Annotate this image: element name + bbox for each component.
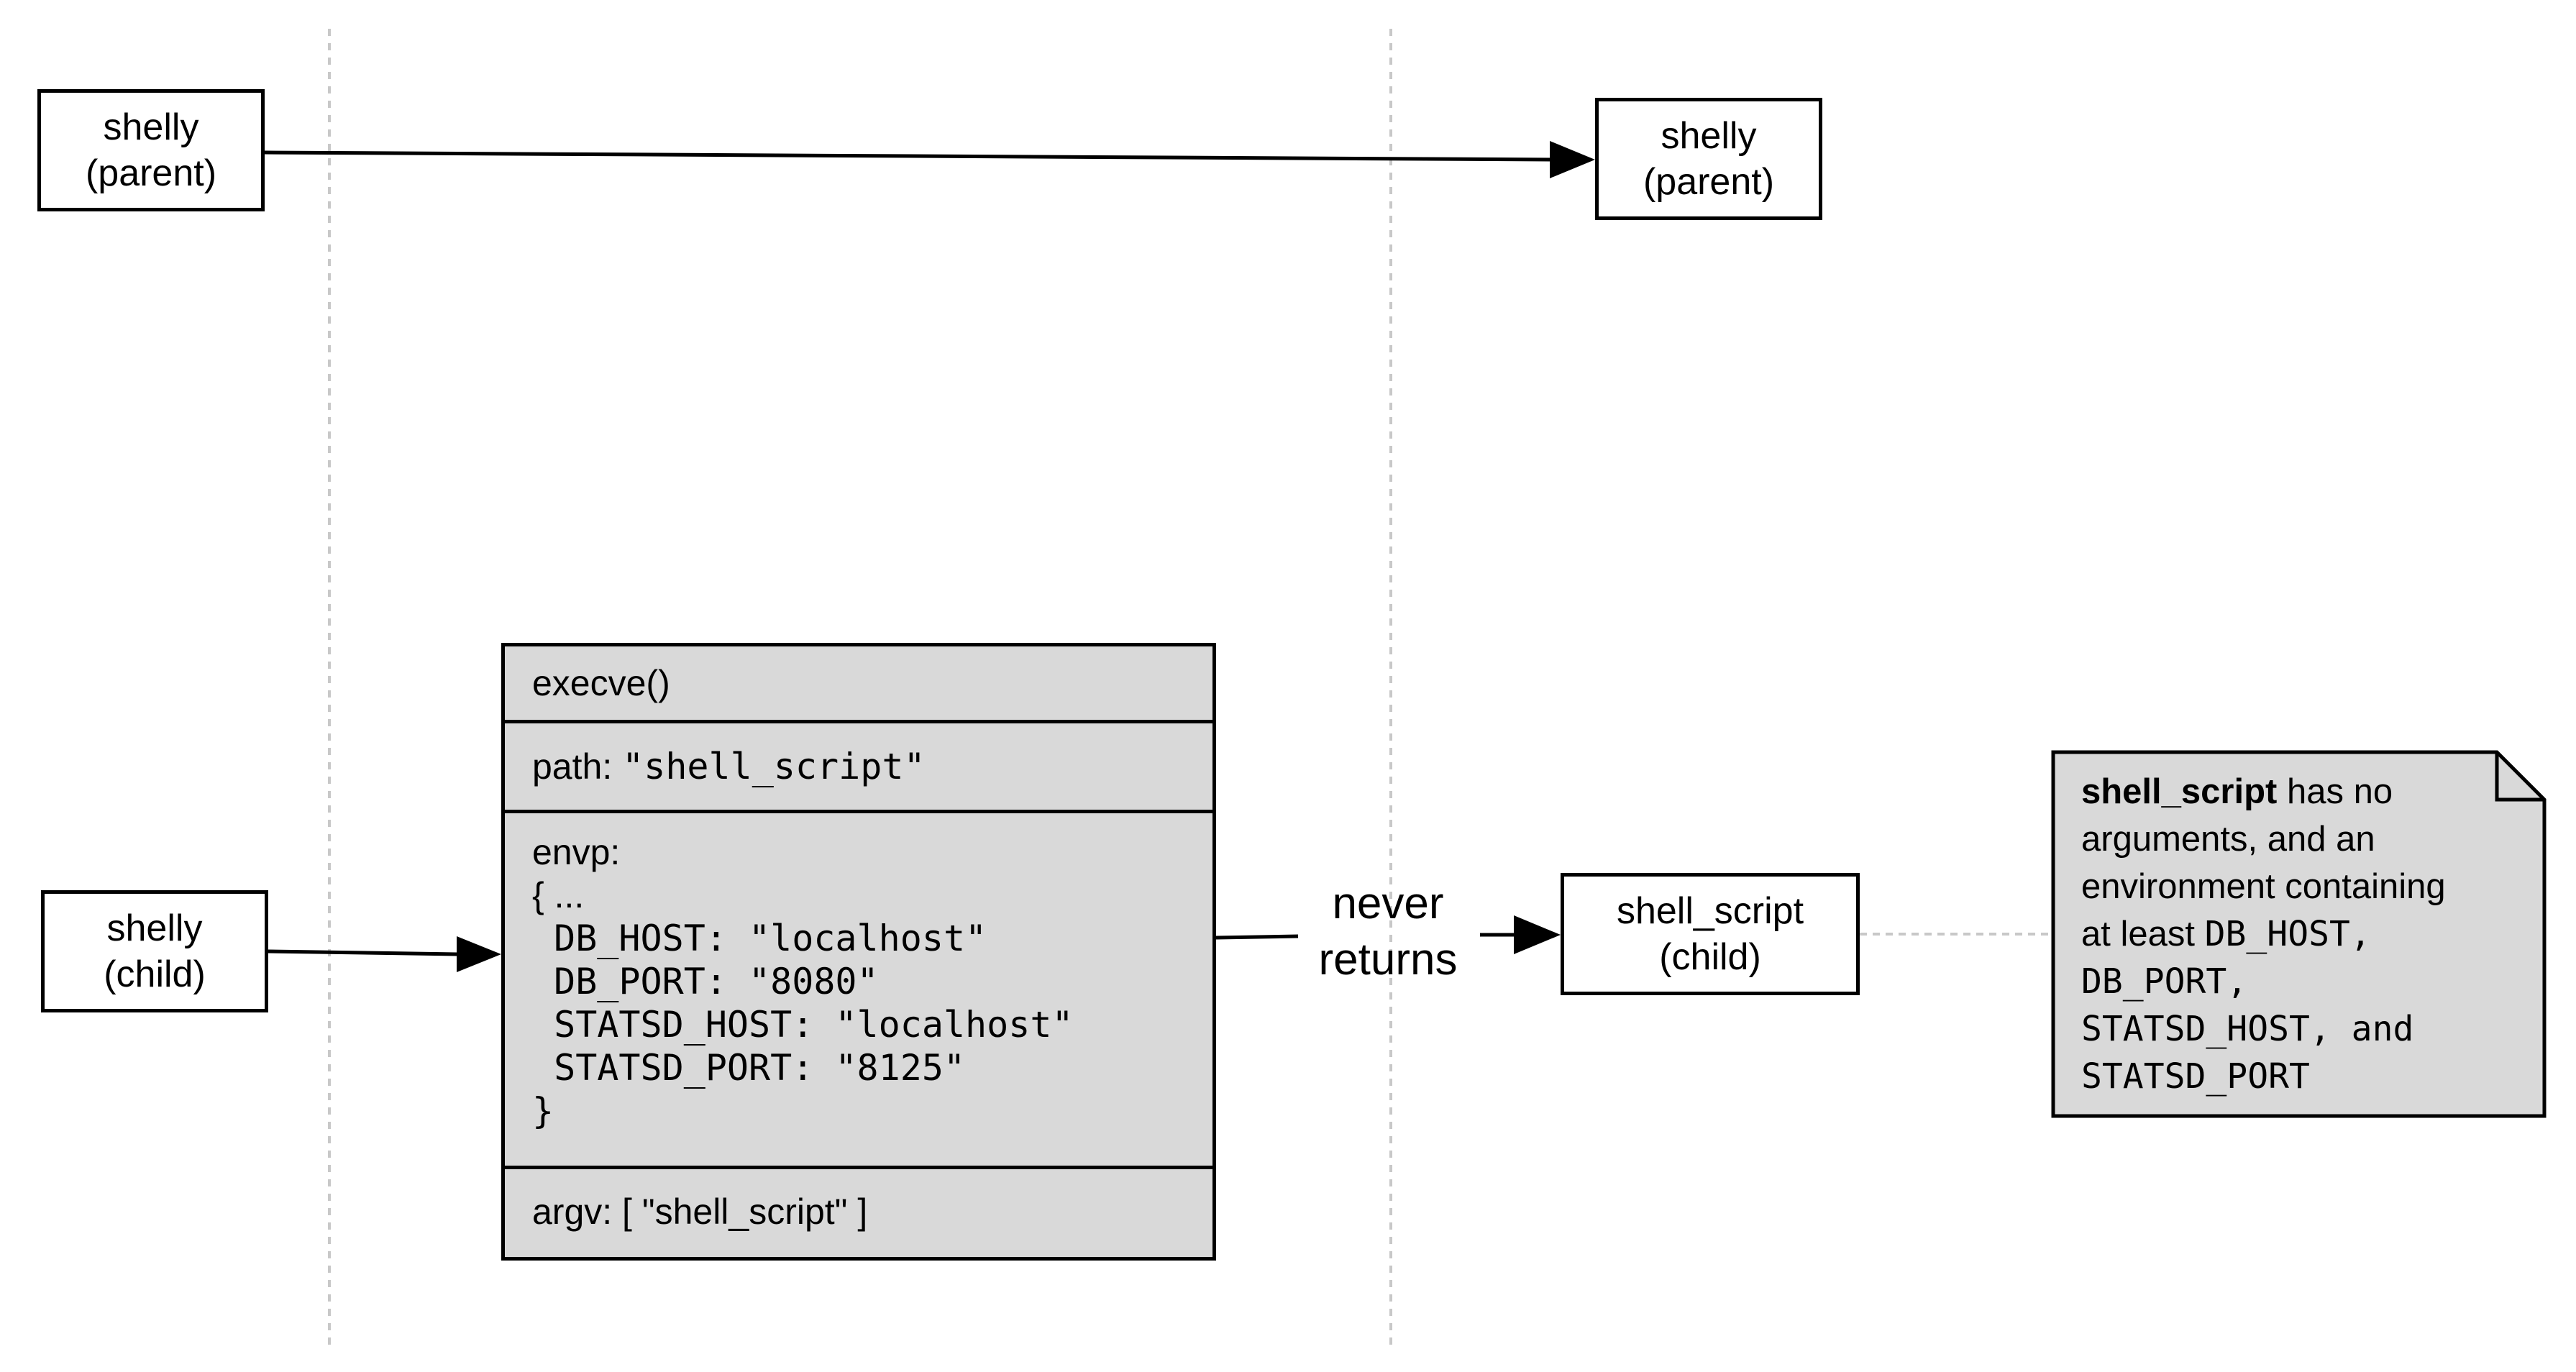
execve-argv-row: argv: [ "shell_script" ] bbox=[505, 1169, 1212, 1257]
execve-path-row: path: "shell_script" bbox=[505, 723, 1212, 813]
note-mono-segment: DB_HOST, bbox=[2204, 914, 2371, 954]
node-role: (parent) bbox=[1643, 161, 1775, 203]
note-fold-corner bbox=[2495, 752, 2544, 802]
node-title: shelly bbox=[103, 106, 199, 148]
note-text-segment: environment containing bbox=[2081, 867, 2446, 906]
note-mono-segment: DB_PORT, bbox=[2081, 961, 2248, 1002]
execve-call-box: execve() path: "shell_script" envp: { ..… bbox=[501, 643, 1216, 1261]
node-title: shell_script bbox=[1616, 890, 1804, 932]
argv-value: argv: [ "shell_script" ] bbox=[532, 1192, 868, 1232]
parent-continues-arrowhead bbox=[1550, 141, 1595, 178]
node-role: (child) bbox=[1659, 936, 1761, 978]
execve-envp-row: envp: { ... DB_HOST: "localhost" DB_PORT… bbox=[505, 813, 1212, 1169]
note-shape bbox=[2051, 750, 2547, 1118]
shelly-child-node: shelly (child) bbox=[41, 890, 268, 1012]
shell-script-child-node: shell_script (child) bbox=[1561, 873, 1860, 995]
never-returns-label: never returns bbox=[1294, 876, 1481, 988]
node-title: shelly bbox=[1661, 115, 1757, 157]
envp-entry: STATSD_PORT: "8125" bbox=[532, 1047, 966, 1089]
path-value: "shell_script" bbox=[622, 746, 926, 787]
note-mono-segment: STATSD_PORT bbox=[2081, 1056, 2310, 1097]
parent-continues-line bbox=[264, 150, 1554, 162]
node-role: (parent) bbox=[85, 152, 217, 194]
execve-to-label-line bbox=[1215, 934, 1299, 940]
envp-entry: DB_HOST: "localhost" bbox=[532, 918, 987, 959]
label-to-shellscript-arrowhead bbox=[1514, 915, 1561, 954]
node-title: shelly bbox=[106, 907, 203, 949]
note-bold-term: shell_script bbox=[2081, 772, 2278, 811]
envp-label: envp: bbox=[532, 832, 621, 872]
edge-label-line2: returns bbox=[1318, 935, 1458, 984]
note-text-segment: at least bbox=[2081, 915, 2205, 953]
execve-header-row: execve() bbox=[505, 646, 1212, 723]
child-to-execve-arrowhead bbox=[457, 936, 501, 972]
execve-header: execve() bbox=[532, 663, 670, 703]
note-text-segment: has no bbox=[2277, 772, 2393, 811]
node-role: (child) bbox=[104, 953, 206, 995]
note-text-segment: arguments, and an bbox=[2081, 820, 2375, 859]
note-mono-segment: STATSD_HOST, bbox=[2081, 1009, 2331, 1049]
envp-entry: STATSD_HOST: "localhost" bbox=[532, 1004, 1074, 1046]
shelly-parent-node-right: shelly (parent) bbox=[1595, 98, 1822, 220]
edge-label-line1: never bbox=[1332, 879, 1444, 928]
envp-close-brace: } bbox=[532, 1090, 554, 1132]
child-to-execve-line bbox=[268, 949, 461, 956]
envp-entry: DB_PORT: "8080" bbox=[532, 961, 879, 1002]
note-text-segment: and bbox=[2330, 1009, 2414, 1049]
path-label: path: bbox=[532, 746, 623, 787]
shelly-parent-node-left: shelly (parent) bbox=[37, 89, 265, 211]
envp-open-brace: { ... bbox=[532, 875, 585, 915]
note-text: shell_script has no arguments, and an en… bbox=[2081, 768, 2527, 1100]
